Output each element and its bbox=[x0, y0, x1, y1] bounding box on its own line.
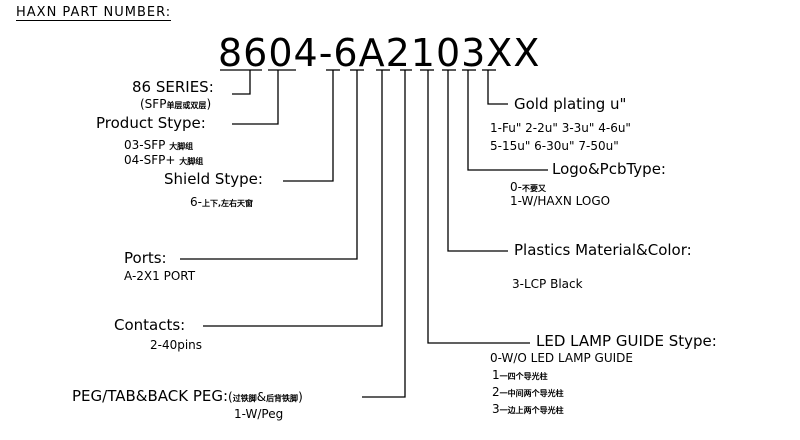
product-label: Product Stype: bbox=[96, 114, 206, 132]
logo-opt1: 0-不要又 bbox=[510, 180, 546, 194]
series-label: 86 SERIES: bbox=[132, 78, 214, 96]
ports-label: Ports: bbox=[124, 249, 167, 267]
plastics-label: Plastics Material&Color: bbox=[514, 241, 692, 259]
logo-label: Logo&PcbType: bbox=[552, 160, 666, 178]
diagram-title: HAXN PART NUMBER: bbox=[16, 5, 172, 21]
line-peg bbox=[362, 70, 406, 398]
line-logo bbox=[467, 70, 548, 171]
shield-label: Shield Stype: bbox=[164, 170, 263, 188]
led-opt3: 3一边上两个导光柱 bbox=[492, 402, 564, 416]
peg-label: PEG/TAB&BACK PEG:(过铁脚&后背铁脚) bbox=[72, 387, 303, 405]
line-series bbox=[232, 70, 251, 95]
line-led bbox=[427, 70, 530, 344]
led-label: LED LAMP GUIDE Stype: bbox=[536, 332, 717, 350]
led-opt0: 0-W/O LED LAMP GUIDE bbox=[490, 351, 633, 365]
gold-label: Gold plating u" bbox=[514, 95, 627, 113]
gold-line2: 5-15u" 6-30u" 7-50u" bbox=[490, 139, 619, 153]
line-shield bbox=[283, 70, 334, 182]
led-opt2: 2一中间两个导光柱 bbox=[492, 385, 564, 399]
shield-opt: 6-上下,左右天窗 bbox=[190, 195, 254, 209]
line-ports bbox=[180, 70, 358, 260]
contacts-label: Contacts: bbox=[114, 316, 186, 334]
logo-opt2: 1-W/HAXN LOGO bbox=[510, 194, 611, 208]
series-note: (SFP单层或双层) bbox=[140, 97, 212, 111]
part-number: 8604-6A2103XX bbox=[218, 31, 541, 75]
product-opt2: 04-SFP+ 大脚组 bbox=[124, 153, 204, 167]
contacts-opt: 2-40pins bbox=[150, 338, 203, 352]
line-contacts bbox=[203, 70, 383, 327]
product-opt1: 03-SFP 大脚组 bbox=[124, 138, 194, 152]
plastics-opt: 3-LCP Black bbox=[512, 277, 583, 291]
peg-opt: 1-W/Peg bbox=[234, 407, 284, 421]
line-plastics bbox=[447, 70, 508, 252]
gold-line1: 1-Fu" 2-2u" 3-3u" 4-6u" bbox=[490, 121, 631, 135]
led-opt1: 1一四个导光柱 bbox=[492, 368, 548, 382]
ports-opt: A-2X1 PORT bbox=[124, 269, 196, 283]
line-product bbox=[232, 70, 279, 125]
line-gold bbox=[487, 70, 508, 105]
